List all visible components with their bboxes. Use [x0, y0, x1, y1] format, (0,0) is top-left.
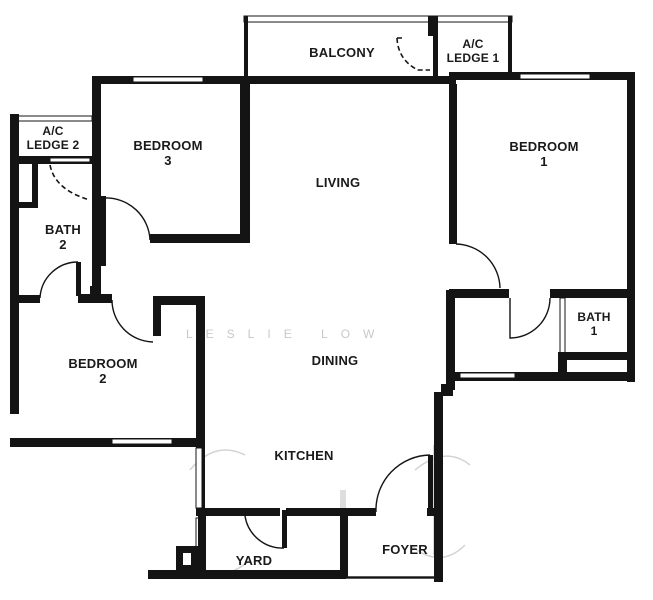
- room-label-yard: YARD: [236, 553, 272, 568]
- ac-ledge-1-line1: A/C: [462, 37, 484, 51]
- room-label-dining: DINING: [312, 353, 359, 368]
- room-label-kitchen: KITCHEN: [274, 448, 333, 463]
- room-label-foyer: FOYER: [382, 542, 428, 557]
- room-label-bedroom-2: BEDROOM 2: [68, 356, 137, 386]
- bedroom-2-line2: 2: [99, 371, 107, 386]
- balcony-label: BALCONY: [309, 45, 375, 60]
- room-label-ac-ledge-2: A/C LEDGE 2: [27, 124, 80, 152]
- bedroom-3-line2: 3: [164, 153, 172, 168]
- ac-ledge-2-line2: LEDGE 2: [26, 138, 80, 152]
- bath-2-line2: 2: [59, 237, 67, 252]
- bath-2-line1: BATH: [45, 222, 81, 237]
- foyer-label: FOYER: [382, 542, 428, 557]
- living-label: LIVING: [315, 175, 361, 190]
- bedroom-1-line2: 1: [540, 154, 548, 169]
- room-label-bath-1: BATH 1: [577, 310, 610, 338]
- door-swings: [39, 164, 551, 549]
- bedroom-2-line1: BEDROOM: [68, 356, 138, 371]
- room-label-balcony: BALCONY: [309, 45, 375, 60]
- room-label-living: LIVING: [316, 175, 361, 190]
- ac-ledge-1-line2: LEDGE 1: [446, 51, 500, 65]
- ac-ledge-2-line1: A/C: [42, 124, 64, 138]
- room-label-bath-2: BATH 2: [45, 222, 81, 252]
- bedroom-1-line1: BEDROOM: [509, 139, 579, 154]
- bath-1-line1: BATH: [577, 310, 611, 324]
- kitchen-label: KITCHEN: [274, 448, 334, 463]
- dining-label: DINING: [311, 353, 359, 368]
- watermark-text: LESLIE LOW: [186, 327, 388, 341]
- bath-1-line2: 1: [590, 324, 598, 338]
- walls: [10, 72, 635, 582]
- room-label-bedroom-1: BEDROOM 1: [509, 139, 578, 169]
- bedroom-3-line1: BEDROOM: [133, 138, 203, 153]
- room-label-bedroom-3: BEDROOM 3: [133, 138, 202, 168]
- balcony-door-swing: [396, 37, 430, 71]
- yard-label: YARD: [235, 553, 273, 568]
- room-label-ac-ledge-1: A/C LEDGE 1: [447, 37, 500, 65]
